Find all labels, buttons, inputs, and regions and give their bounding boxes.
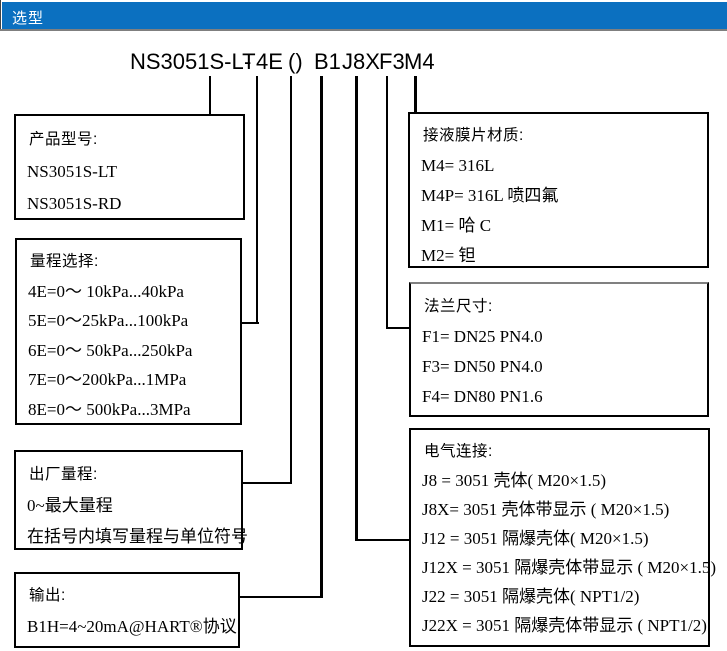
connector-line-base	[209, 76, 211, 114]
model-segment-dash: -	[244, 49, 252, 74]
model-segment-flange: F3	[379, 49, 405, 74]
option-row: J12 = 3051 隔爆壳体( M20×1.5)	[422, 529, 649, 548]
option-row: M1= 哈 C	[421, 216, 492, 235]
connector-line-range	[256, 76, 258, 324]
box-title: 输出:	[29, 587, 66, 604]
option-row: J12X = 3051 隔爆壳体带显示 ( M20×1.5)	[422, 558, 717, 577]
option-row: 在括号内填写量程与单位符号	[27, 527, 248, 546]
option-row: M2= 钽	[421, 246, 476, 265]
option-row: 6E=0～ 50kPa...250kPa	[28, 340, 193, 360]
box-title: 产品型号:	[29, 131, 98, 148]
connector-line-factory-range-h	[238, 482, 292, 484]
option-row: F3= DN50 PN4.0	[422, 357, 543, 376]
model-segment-factory-range: ()	[288, 49, 303, 74]
box-title: 出厂量程:	[29, 466, 98, 483]
box-flange-size: 法兰尺寸: F1= DN25 PN4.0 F3= DN50 PN4.0 F4= …	[409, 282, 709, 417]
connector-line-material	[414, 76, 417, 112]
model-segment-electrical: J8X	[342, 49, 380, 74]
option-row: J8X= 3051 壳体带显示 ( M20×1.5)	[422, 500, 670, 519]
connector-line-electrical	[355, 76, 358, 541]
option-row: J8 = 3051 壳体( M20×1.5)	[422, 471, 606, 490]
connector-line-range-h	[233, 322, 259, 324]
page-left-edge	[0, 0, 1, 31]
option-row: 4E=0～ 10kPa...40kPa	[28, 281, 184, 301]
box-output: 输出: B1H=4~20mA@HART®协议	[14, 572, 240, 648]
box-diaphragm-material: 接液膜片材质: M4= 316L M4P= 316L 喷四氟 M1= 哈 C M…	[408, 112, 709, 268]
model-segment-output: B1	[314, 49, 341, 74]
box-title: 接液膜片材质:	[423, 127, 524, 144]
connector-line-factory-range	[290, 76, 292, 484]
connector-line-flange-h	[386, 327, 411, 329]
model-segment-base: NS3051S-LT	[130, 49, 256, 74]
option-row: F4= DN80 PN1.6	[422, 387, 543, 406]
option-row: J22X = 3051 隔爆壳体带显示 ( NPT1/2)	[422, 616, 707, 635]
box-electrical-connection: 电气连接: J8 = 3051 壳体( M20×1.5) J8X= 3051 壳…	[409, 428, 717, 647]
option-row: 8E=0～ 500kPa...3MPa	[28, 399, 191, 419]
connector-line-output	[320, 76, 323, 598]
section-header-bar: 选型	[2, 2, 727, 30]
model-segment-range: 4E	[256, 49, 283, 74]
model-segment-material: M4	[404, 49, 435, 74]
header-divider	[0, 29, 727, 31]
option-row: F1= DN25 PN4.0	[422, 327, 543, 346]
connector-line-electrical-h	[355, 539, 411, 541]
option-row: B1H=4~20mA@HART®协议	[27, 617, 237, 636]
box-factory-range: 出厂量程: 0~最大量程 在括号内填写量程与单位符号	[14, 450, 248, 550]
option-row: M4P= 316L 喷四氟	[421, 186, 559, 205]
option-row: NS3051S-LT	[27, 162, 118, 181]
section-title: 选型	[12, 7, 45, 30]
connector-line-flange	[386, 76, 388, 329]
option-row: 7E=0～200kPa...1MPa	[28, 370, 187, 389]
connector-line-output-h	[235, 596, 323, 598]
box-range-selection: 量程选择: 4E=0～ 10kPa...40kPa 5E=0～25kPa...1…	[15, 238, 242, 425]
box-product-model: 产品型号: NS3051S-LT NS3051S-RD	[14, 114, 245, 220]
option-row: M4= 316L	[421, 156, 495, 175]
option-row: 5E=0～25kPa...100kPa	[28, 311, 189, 330]
option-row: J22 = 3051 隔爆壳体( NPT1/2)	[422, 587, 640, 606]
box-title: 电气连接:	[424, 443, 493, 460]
option-row: 0~最大量程	[27, 496, 113, 515]
option-row: NS3051S-RD	[27, 194, 122, 213]
box-title: 量程选择:	[30, 253, 99, 270]
box-title: 法兰尺寸:	[424, 298, 493, 315]
